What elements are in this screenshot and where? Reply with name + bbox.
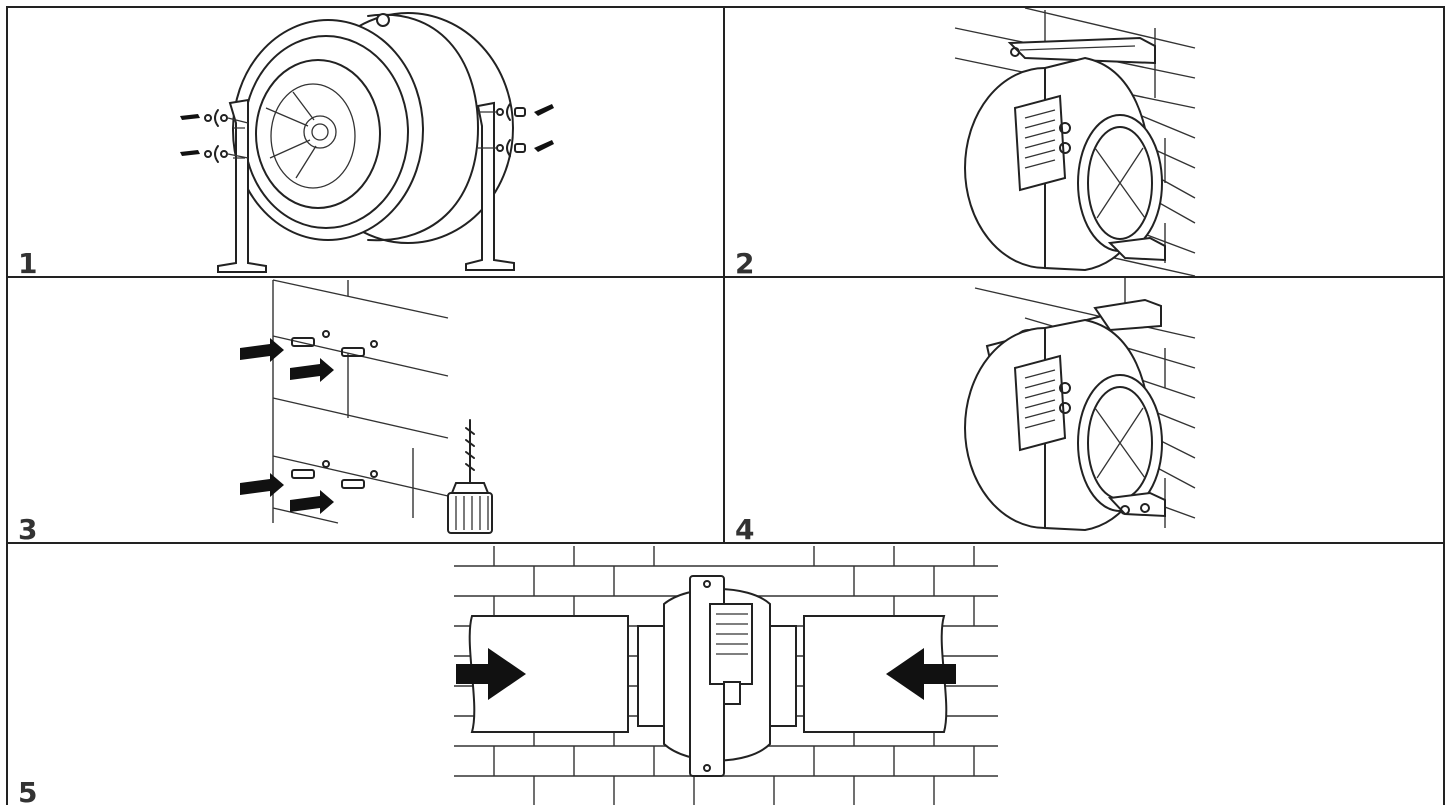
inline-duct-fan-installation-illustration [454,546,998,805]
fan-fastened-with-screwdriver-illustration [964,278,1196,532]
brick-wall [272,279,449,524]
panel-2: 2 [723,6,1445,278]
top-anchors [240,330,378,382]
panel-5: 5 [6,542,1445,805]
fan-mounted-on-wall-illustration [954,8,1196,276]
panel-number: 1 [18,247,38,278]
panel-4: 4 [723,276,1445,544]
wall-anchors-and-drill-illustration [240,279,493,534]
panel-number: 4 [735,513,755,544]
panel-3: 3 [6,276,725,544]
fan-with-stand-brackets-illustration [180,12,554,273]
panel-1: 1 [6,6,725,278]
airflow-arrow-left-icon [886,648,956,700]
left-fasteners [180,109,249,163]
bottom-anchors [240,460,378,514]
drill-bit-icon [447,419,493,534]
airflow-arrow-right-icon [456,648,526,700]
panel-number: 5 [18,776,38,805]
right-fasteners [478,103,554,157]
panel-number: 3 [18,513,38,544]
panel-number: 2 [735,247,755,278]
